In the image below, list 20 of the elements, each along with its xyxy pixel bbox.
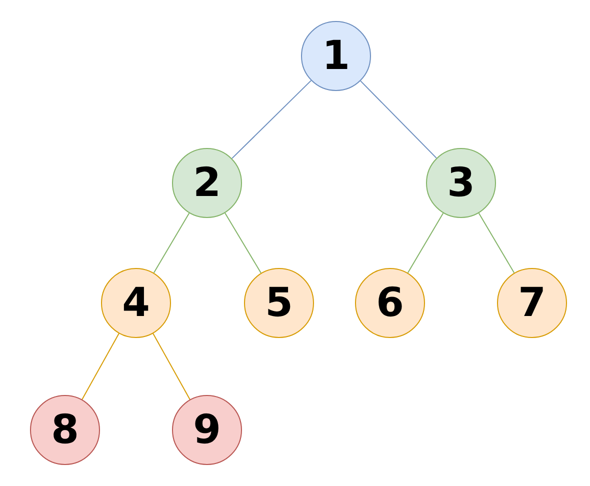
tree-edge-line: [152, 333, 190, 400]
node-number: 5: [265, 283, 293, 323]
node-number: 9: [193, 410, 221, 450]
tree-edge-line: [224, 212, 262, 274]
tree-edge-line: [407, 212, 444, 274]
tree-edge-line: [231, 80, 312, 159]
tree-edge-line: [478, 212, 515, 274]
tree-edge-line: [153, 212, 190, 274]
tree-node-circle: [301, 21, 371, 91]
tree-edge-line: [82, 333, 120, 400]
node-number: 8: [51, 410, 79, 450]
node-number: 1: [322, 36, 350, 76]
tree-node-circle: [172, 148, 242, 218]
tree-edge-line: [360, 80, 437, 159]
node-number: 6: [376, 283, 404, 323]
tree-node-circle: [426, 148, 496, 218]
node-number: 2: [193, 163, 221, 203]
node-number: 4: [122, 283, 150, 323]
node-number: 3: [447, 163, 475, 203]
node-number: 7: [518, 283, 546, 323]
